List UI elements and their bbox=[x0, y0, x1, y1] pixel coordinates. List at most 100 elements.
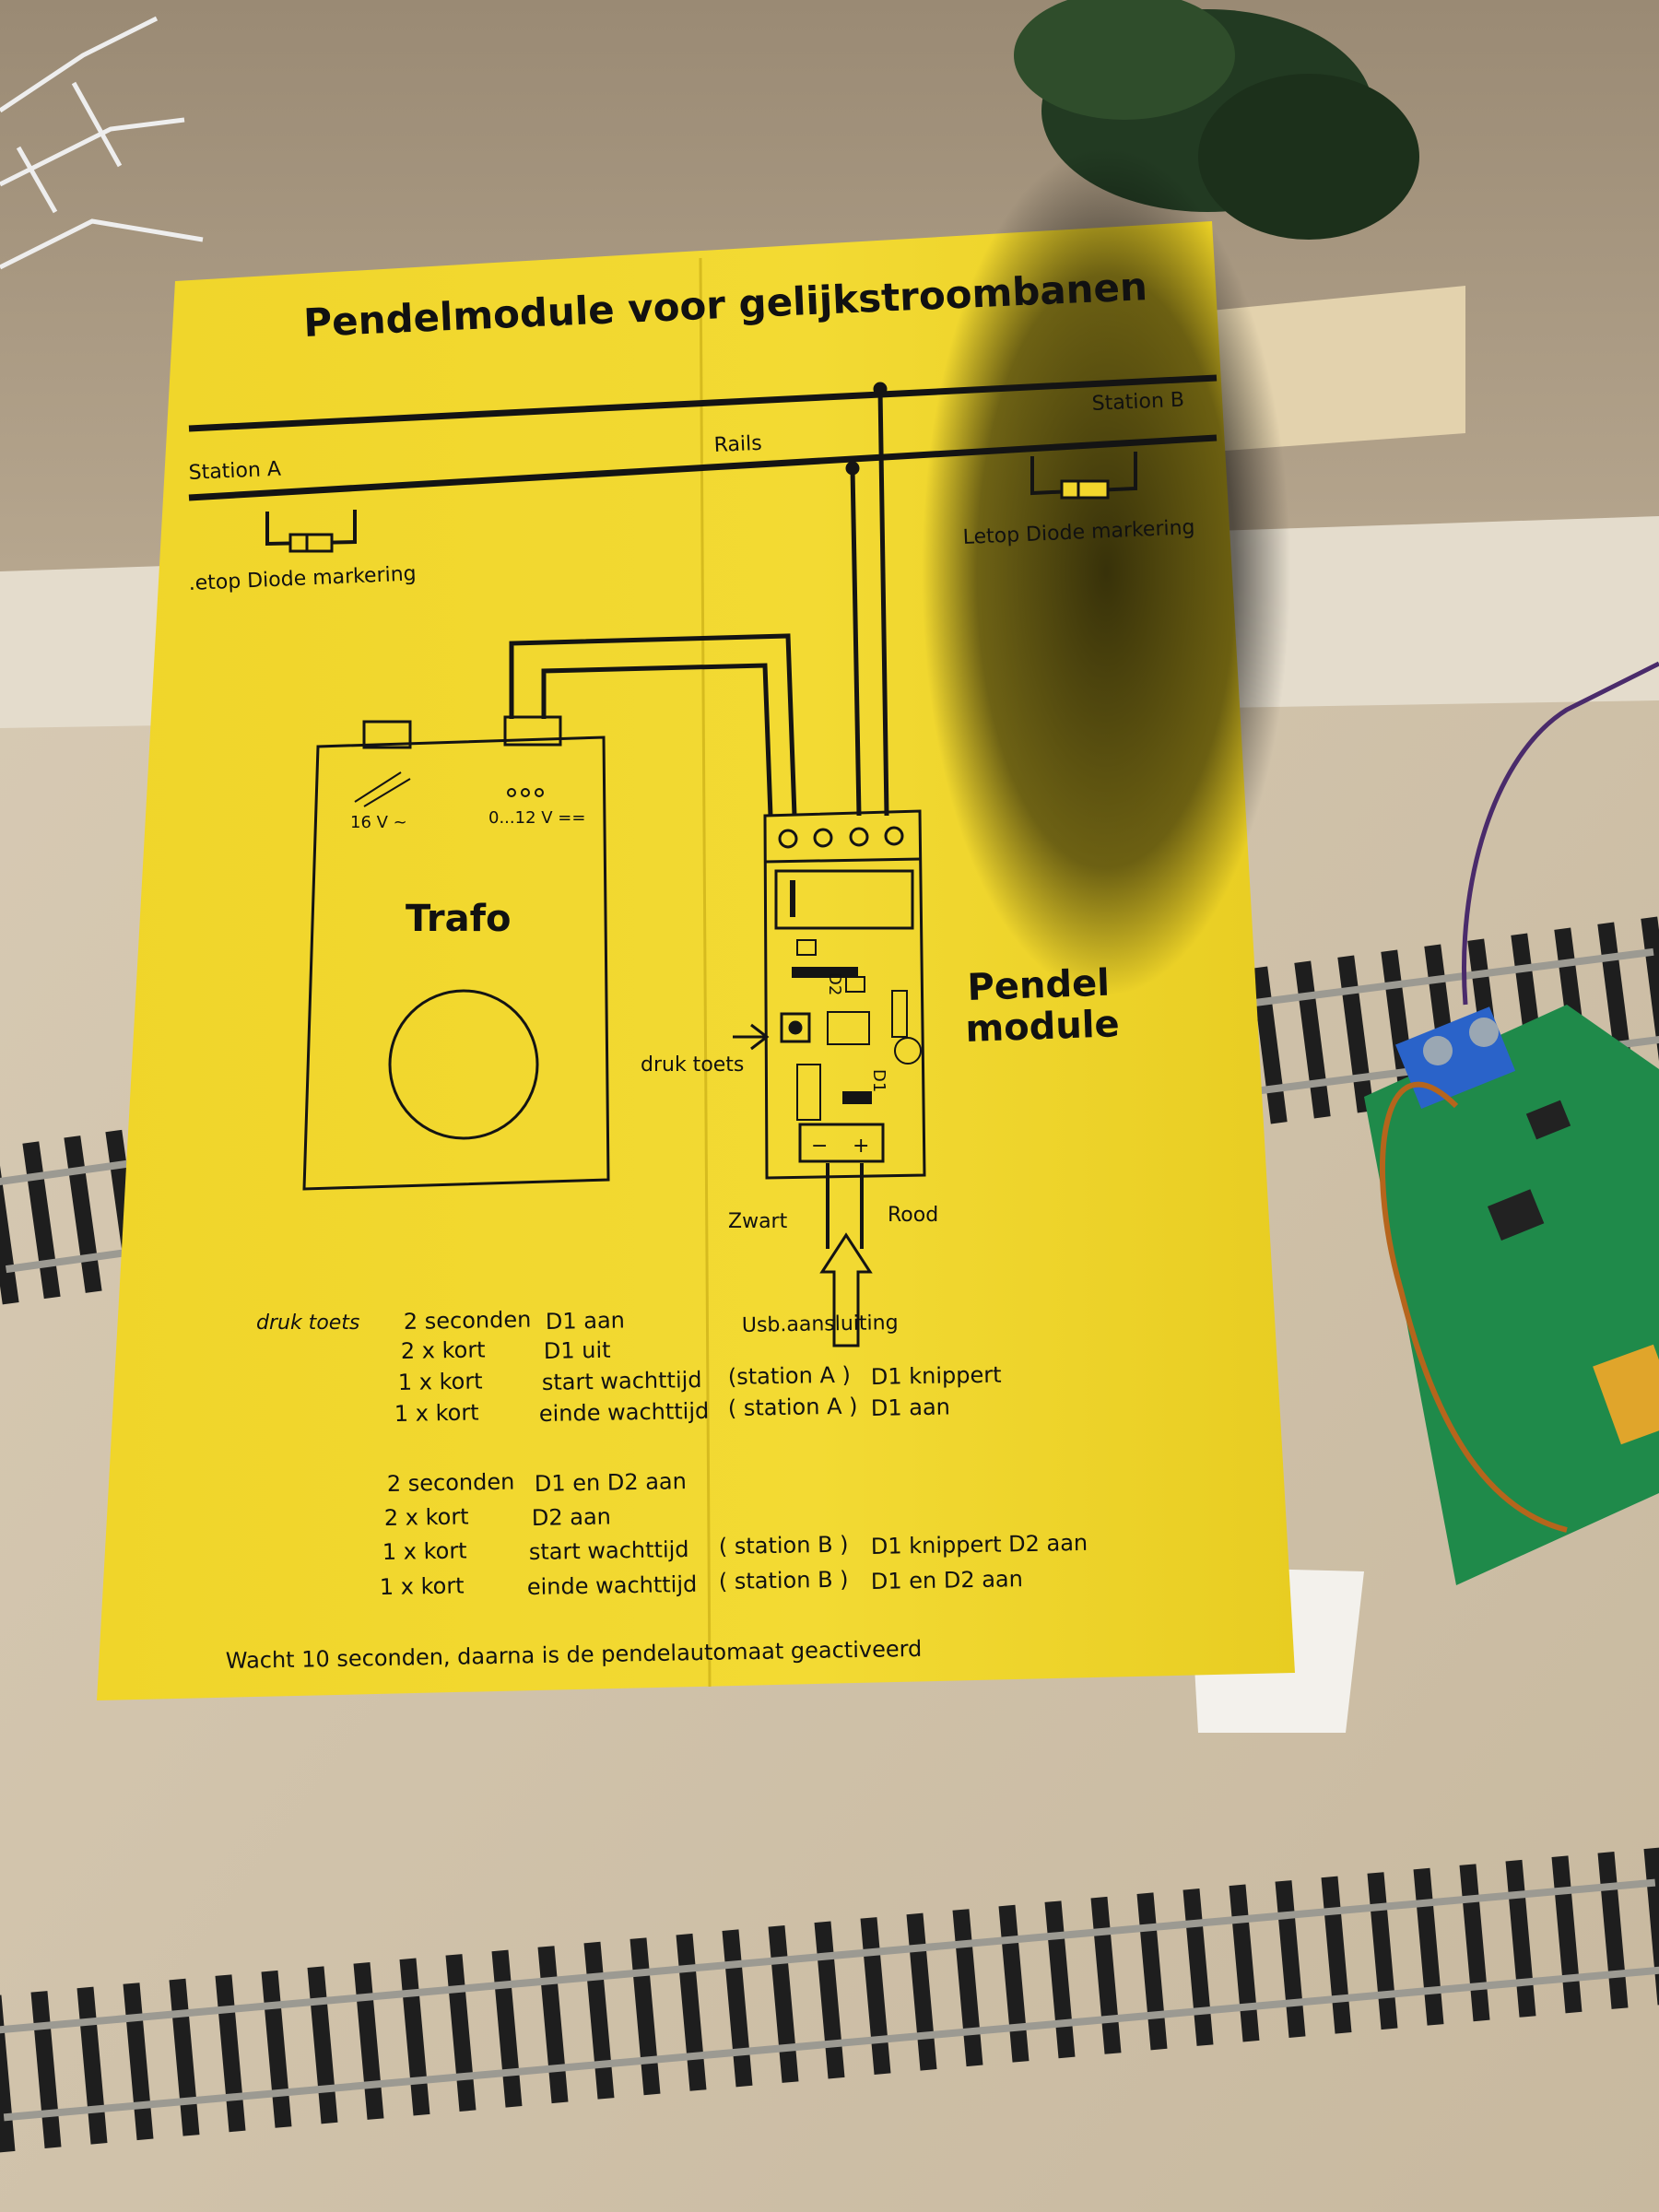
track-tie bbox=[952, 1909, 983, 2067]
arrow-icon bbox=[733, 1023, 770, 1051]
track-tie bbox=[1275, 1880, 1306, 2039]
instruction-press: 1 x kort bbox=[398, 1368, 483, 1395]
diagram bbox=[188, 374, 1218, 1347]
track-tie bbox=[1597, 1851, 1629, 2009]
instruction-action: D1 uit bbox=[544, 1337, 611, 1364]
instruction-press: 1 x kort bbox=[394, 1399, 479, 1427]
track-tie bbox=[215, 1974, 246, 2133]
track-tie bbox=[906, 1912, 937, 2071]
trafo-dc-label: 0...12 V == bbox=[488, 808, 585, 828]
track-rail bbox=[3, 1966, 1659, 2122]
instruction-action: einde wachttijd bbox=[539, 1398, 710, 1427]
track-tie bbox=[1229, 1884, 1260, 2042]
track-tie bbox=[722, 1929, 753, 2088]
minus-label: − bbox=[811, 1135, 828, 1158]
trafo-label: Trafo bbox=[406, 898, 512, 940]
snowy-branches bbox=[0, 16, 204, 270]
track-tie bbox=[1321, 1876, 1352, 2034]
phone-shadow bbox=[922, 147, 1290, 995]
track-rail bbox=[0, 1878, 1656, 2034]
instruction-result: D1 knippert D2 aan bbox=[871, 1530, 1088, 1559]
track-icon bbox=[0, 1847, 1659, 2153]
instructions-list: 2 seconden D1 aan 2 x kort D1 uit 1 x kort st… bbox=[380, 1307, 1088, 1600]
wire-red-label: Rood bbox=[888, 1204, 938, 1227]
track-tie bbox=[1367, 1872, 1398, 2030]
plus-label: + bbox=[853, 1135, 869, 1158]
track-rail bbox=[1219, 947, 1654, 1011]
instruction-press: 1 x kort bbox=[380, 1572, 465, 1600]
track-tie bbox=[629, 1937, 661, 2096]
track-tie bbox=[307, 1966, 338, 2124]
track-tie bbox=[814, 1921, 845, 2079]
track-tie bbox=[261, 1970, 292, 2128]
track-tie bbox=[768, 1924, 799, 2083]
track-tie bbox=[22, 1141, 61, 1300]
instruction-action: D1 en D2 aan bbox=[535, 1468, 687, 1497]
d2-label: D2 bbox=[825, 972, 844, 995]
track-tie bbox=[998, 1904, 1030, 2063]
instruction-press: 2 seconden bbox=[387, 1469, 515, 1497]
track-tie bbox=[1505, 1859, 1536, 2018]
instructions-header: druk toets bbox=[256, 1312, 359, 1335]
rails-label: Rails bbox=[713, 432, 762, 457]
track-tie bbox=[1294, 960, 1331, 1119]
track-tie bbox=[30, 1991, 62, 2149]
instruction-station: ( station A ) bbox=[728, 1394, 858, 1421]
track-tie bbox=[1090, 1896, 1122, 2054]
usb-label: Usb.aansluiting bbox=[742, 1312, 899, 1337]
track-tie bbox=[169, 1978, 200, 2136]
track-tie bbox=[353, 1961, 384, 2120]
instruction-station: ( station B ) bbox=[719, 1567, 849, 1594]
circuit-board bbox=[1364, 661, 1659, 1585]
instruction-press: 2 x kort bbox=[384, 1503, 469, 1531]
instruction-press: 2 seconden bbox=[404, 1307, 532, 1335]
track-tie bbox=[537, 1946, 569, 2104]
station-b-label: Station B bbox=[1091, 389, 1184, 416]
track-tie bbox=[1337, 955, 1374, 1113]
button-label: druk toets bbox=[641, 1053, 744, 1077]
track-tie bbox=[64, 1135, 102, 1293]
knob-icon bbox=[388, 989, 539, 1140]
track-tie bbox=[583, 1941, 615, 2100]
instruction-result: D1 aan bbox=[871, 1394, 950, 1421]
track-tie bbox=[0, 1165, 19, 1305]
wire-black-label: Zwart bbox=[728, 1210, 788, 1233]
track-tie bbox=[491, 1949, 523, 2108]
instruction-action: einde wachttijd bbox=[527, 1571, 698, 1600]
track-tie bbox=[445, 1954, 477, 2112]
tree-foliage bbox=[1014, 0, 1419, 240]
track-tie bbox=[1643, 1847, 1659, 2006]
instruction-result: D1 en D2 aan bbox=[871, 1566, 1023, 1594]
track-tie bbox=[76, 1986, 108, 2145]
track-tie bbox=[1182, 1888, 1214, 2046]
instruction-press: 1 x kort bbox=[382, 1537, 467, 1565]
track-tie bbox=[676, 1933, 707, 2091]
module-label-1: Pendel bbox=[967, 962, 1111, 1009]
instruction-action: start wachttijd bbox=[542, 1367, 702, 1395]
track-tie bbox=[1551, 1855, 1583, 2014]
track-tie bbox=[1641, 916, 1659, 1062]
instruction-station: ( station B ) bbox=[719, 1532, 849, 1559]
station-a-label: Station A bbox=[188, 458, 281, 485]
track-tie bbox=[860, 1917, 891, 2076]
track-tie bbox=[0, 1994, 16, 2153]
track-tie bbox=[1136, 1892, 1168, 2051]
instruction-action: D1 aan bbox=[546, 1308, 625, 1335]
arrow-icon bbox=[819, 1232, 873, 1347]
instruction-action: start wachttijd bbox=[529, 1536, 689, 1565]
track-tie bbox=[1044, 1900, 1076, 2059]
track-tie bbox=[1459, 1864, 1490, 2022]
track-tie bbox=[399, 1958, 430, 2116]
d1-label: D1 bbox=[869, 1069, 888, 1092]
module-label-2: module bbox=[965, 1003, 1121, 1051]
instruction-result: D1 knippert bbox=[871, 1362, 1002, 1390]
track-tie bbox=[1413, 1867, 1444, 2026]
instruction-action: D2 aan bbox=[532, 1504, 611, 1531]
instruction-press: 2 x kort bbox=[401, 1336, 486, 1364]
fold-crease bbox=[699, 257, 712, 1688]
track-tie bbox=[123, 1983, 154, 2141]
trafo-ac-label: 16 V ~ bbox=[350, 813, 407, 832]
track-tie bbox=[1251, 966, 1288, 1124]
instruction-station: (station A ) bbox=[728, 1362, 851, 1390]
